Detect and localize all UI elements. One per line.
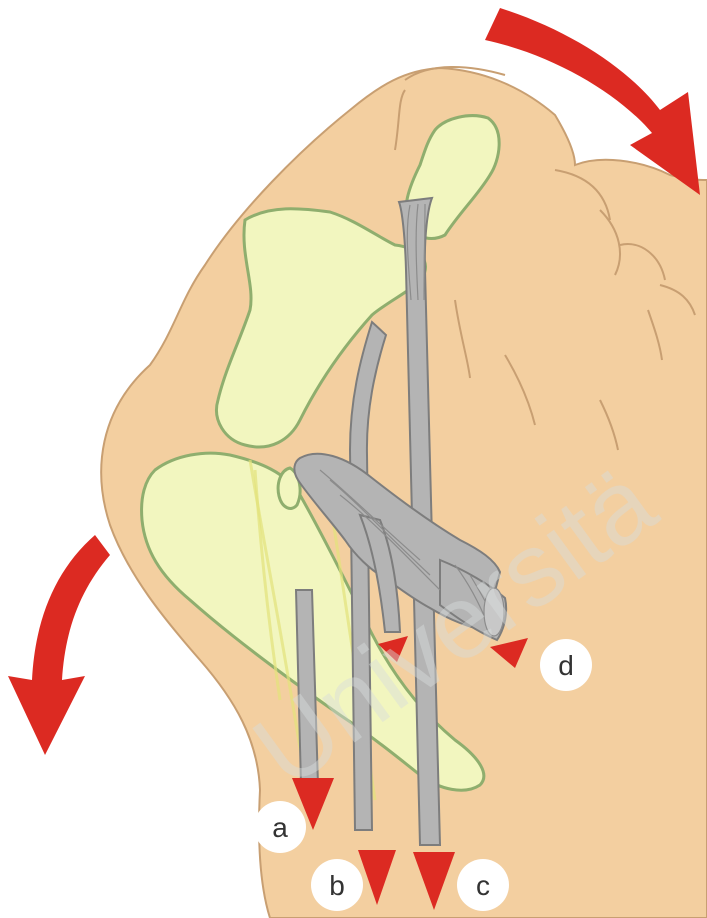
label-c: c	[457, 859, 509, 911]
label-a: a	[254, 801, 306, 853]
label-c-text: c	[476, 870, 490, 901]
label-a-text: a	[272, 812, 288, 843]
label-d: d	[540, 639, 592, 691]
label-b-text: b	[329, 870, 345, 901]
label-b: b	[311, 859, 363, 911]
label-d-text: d	[558, 650, 574, 681]
curved-arrow-down-icon	[8, 535, 110, 755]
